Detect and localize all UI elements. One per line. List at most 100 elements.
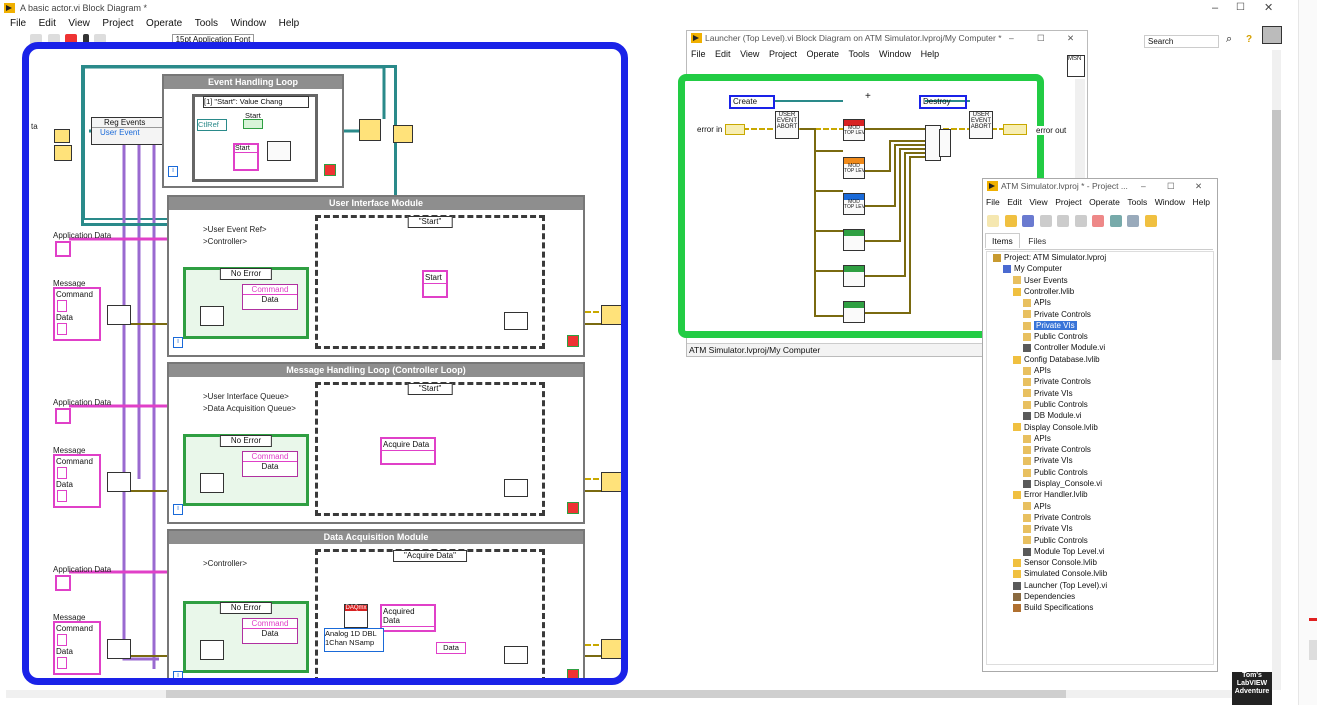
tree-item[interactable]: APIs <box>1023 433 1051 444</box>
tree-item[interactable]: APIs <box>1023 297 1051 308</box>
module-top-level-vi[interactable] <box>843 229 865 251</box>
menu-view[interactable]: View <box>740 49 760 59</box>
close-button[interactable]: ✕ <box>1195 181 1203 191</box>
tree-item[interactable]: Sensor Console.lvlib <box>1013 557 1097 568</box>
tree-item[interactable]: Project: ATM Simulator.lvproj <box>993 252 1106 263</box>
tree-item[interactable]: Public Controls <box>1023 467 1088 478</box>
minimize-button[interactable]: – <box>1212 2 1219 14</box>
tree-item[interactable]: Display_Console.vi <box>1023 478 1102 489</box>
tab-items[interactable]: Items <box>985 233 1020 248</box>
module-top-level-vi[interactable] <box>843 301 865 323</box>
tree-item[interactable]: My Computer <box>1003 263 1062 274</box>
module-top-level-vi[interactable]: MOD TOP LEV <box>843 119 865 141</box>
tree-item[interactable]: Private Controls <box>1023 309 1091 320</box>
build-icon[interactable] <box>1109 215 1122 227</box>
case-selector[interactable]: "Acquire Data" <box>393 550 467 562</box>
scrollbar-thumb[interactable] <box>166 690 1066 698</box>
tree-item[interactable]: Display Console.lvlib <box>1013 422 1098 433</box>
menu-project[interactable]: Project <box>1055 197 1082 207</box>
minimize-button[interactable]: – <box>1009 33 1014 43</box>
menu-file[interactable]: File <box>986 197 1000 207</box>
menu-help[interactable]: Help <box>278 18 300 29</box>
open-icon[interactable] <box>1004 215 1017 227</box>
event-selector[interactable]: [1] "Start": Value Chang <box>203 96 309 108</box>
menu-tools[interactable]: Tools <box>848 49 870 59</box>
tree-item[interactable]: APIs <box>1023 365 1051 376</box>
minimize-button[interactable]: – <box>1141 181 1146 191</box>
menu-tools[interactable]: Tools <box>1127 197 1148 207</box>
error-selector[interactable]: No Error <box>219 602 273 614</box>
tree-item[interactable]: Private Controls <box>1023 512 1091 523</box>
search-field[interactable]: Search <box>1144 35 1219 48</box>
case-selector[interactable]: "Start" <box>407 383 453 395</box>
create-event-node[interactable]: Create <box>729 95 775 109</box>
maximize-button[interactable]: ☐ <box>1167 181 1175 191</box>
close-button[interactable]: ✕ <box>1264 2 1274 14</box>
module-top-level-vi[interactable]: MOD TOP LEV <box>843 193 865 215</box>
tree-item[interactable]: Private VIs <box>1023 455 1073 466</box>
tree-item[interactable]: Dependencies <box>1013 591 1075 602</box>
tree-item[interactable]: DB Module.vi <box>1023 410 1082 421</box>
menu-operate[interactable]: Operate <box>146 18 183 29</box>
maximize-button[interactable]: ☐ <box>1037 33 1045 43</box>
scrollbar-thumb[interactable] <box>1272 110 1281 360</box>
module-top-level-vi[interactable]: MOD TOP LEV <box>843 157 865 179</box>
tree-item[interactable]: Launcher (Top Level).vi <box>1013 580 1107 591</box>
menu-window[interactable]: Window <box>230 18 267 29</box>
menu-view[interactable]: View <box>1029 197 1048 207</box>
menu-project[interactable]: Project <box>768 49 797 59</box>
menu-edit[interactable]: Edit <box>38 18 56 29</box>
menu-edit[interactable]: Edit <box>1007 197 1022 207</box>
tree-item[interactable]: Error Handler.lvlib <box>1013 489 1088 500</box>
save-all-icon[interactable] <box>1022 215 1035 227</box>
case-selector[interactable]: "Start" <box>407 216 453 228</box>
menu-file[interactable]: File <box>691 49 706 59</box>
menu-file[interactable]: File <box>10 18 27 29</box>
menu-window[interactable]: Window <box>1154 197 1185 207</box>
tree-item[interactable]: Public Controls <box>1023 535 1088 546</box>
cut-icon[interactable] <box>1039 215 1052 227</box>
tree-item[interactable]: APIs <box>1023 501 1051 512</box>
vertical-scrollbar[interactable] <box>1272 50 1281 690</box>
menu-help[interactable]: Help <box>1192 197 1210 207</box>
pause-icon[interactable] <box>82 34 89 46</box>
tab-files[interactable]: Files <box>1028 236 1047 246</box>
menu-project[interactable]: Project <box>102 18 134 29</box>
tree-item[interactable]: Public Controls <box>1023 399 1088 410</box>
paste-icon[interactable] <box>1074 215 1087 227</box>
menu-edit[interactable]: Edit <box>715 49 731 59</box>
menu-window[interactable]: Window <box>879 49 912 59</box>
tree-item[interactable]: Private Controls <box>1023 376 1091 387</box>
error-selector[interactable]: No Error <box>219 268 273 280</box>
tree-item[interactable]: User Events <box>1013 275 1068 286</box>
tree-item[interactable]: Private VIs <box>1023 523 1073 534</box>
help-icon[interactable]: ? <box>1246 34 1253 45</box>
menu-view[interactable]: View <box>68 18 90 29</box>
maximize-button[interactable]: ☐ <box>1236 2 1245 13</box>
menu-operate[interactable]: Operate <box>1089 197 1120 207</box>
tree-item[interactable]: Build Specifications <box>1013 602 1093 613</box>
error-selector[interactable]: No Error <box>219 435 273 447</box>
tree-item[interactable]: Private Controls <box>1023 444 1091 455</box>
view-icon[interactable] <box>1127 215 1140 227</box>
menu-help[interactable]: Help <box>920 49 940 59</box>
new-icon[interactable] <box>987 215 999 227</box>
search-icon[interactable]: ⌕ <box>1226 33 1233 45</box>
module-top-level-vi[interactable] <box>843 265 865 287</box>
horizontal-scrollbar[interactable] <box>6 690 1272 698</box>
menu-operate[interactable]: Operate <box>806 49 839 59</box>
tree-item[interactable]: Public Controls <box>1023 331 1088 342</box>
destroy-event-node[interactable]: Destroy <box>919 95 967 109</box>
tree-item[interactable]: Simulated Console.lvlib <box>1013 568 1107 579</box>
copy-icon[interactable] <box>1057 215 1070 227</box>
menu-tools[interactable]: Tools <box>194 18 219 29</box>
tree-item[interactable]: Module Top Level.vi <box>1023 546 1105 557</box>
warning-icon[interactable] <box>1144 215 1157 227</box>
delete-icon[interactable] <box>1092 215 1105 227</box>
tree-item[interactable]: Controller.lvlib <box>1013 286 1074 297</box>
analog-selector[interactable]: Analog 1D DBL 1Chan NSamp <box>324 628 384 652</box>
tree-item[interactable]: Private VIs <box>1023 320 1077 331</box>
close-button[interactable]: ✕ <box>1067 33 1075 43</box>
tree-item[interactable]: Controller Module.vi <box>1023 342 1105 353</box>
tree-item[interactable]: Config Database.lvlib <box>1013 354 1100 365</box>
